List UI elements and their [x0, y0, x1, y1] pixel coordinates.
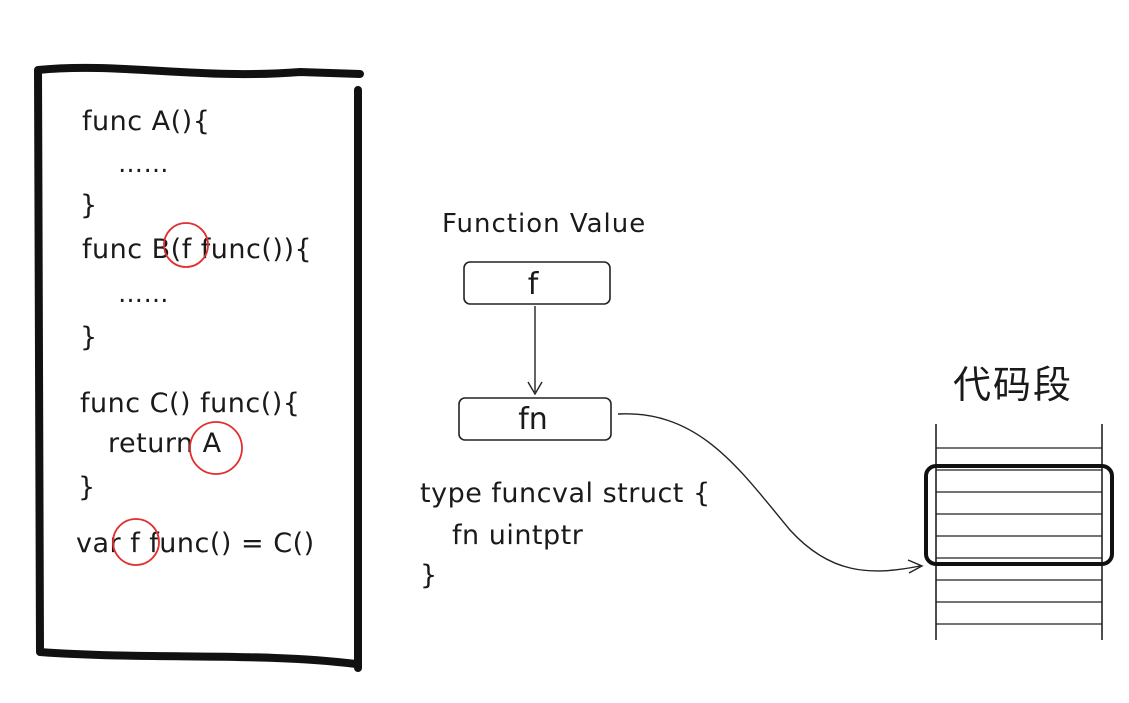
f-box-label: f — [528, 267, 540, 302]
fn-to-code-arrow — [617, 413, 924, 574]
highlight-circle-return-a — [189, 421, 243, 475]
code-line-7: func C() func(){ — [80, 388, 300, 419]
fn-box — [458, 397, 612, 441]
code-line-8: return A — [108, 428, 222, 459]
fn-box-label: fn — [518, 402, 548, 437]
struct-line-3: } — [420, 560, 438, 591]
code-line-2: …… — [118, 149, 169, 178]
function-value-group: Function Value f fn — [442, 209, 646, 441]
code-line-1: func A(){ — [82, 106, 210, 137]
code-panel-border — [34, 63, 364, 672]
code-panel: func A(){ …… } func B(f func()){ …… } fu… — [34, 63, 364, 672]
code-line-9: } — [78, 472, 96, 503]
code-line-5: …… — [118, 279, 169, 308]
struct-line-2: fn uintptr — [452, 520, 584, 551]
struct-line-1: type funcval struct { — [420, 478, 711, 509]
code-line-6: } — [80, 322, 98, 353]
f-to-fn-arrowhead — [527, 381, 543, 396]
code-line-4: func B(f func()){ — [82, 234, 312, 265]
highlight-circle-var-f — [112, 518, 160, 566]
segment-rows — [936, 447, 1102, 625]
code-line-3: } — [80, 190, 98, 221]
highlight-circle-param-f — [163, 222, 209, 268]
struct-definition: type funcval struct { fn uintptr } — [420, 478, 711, 591]
fn-to-code-arrow-curve — [617, 413, 921, 572]
code-segment: 代码段 — [924, 363, 1114, 640]
function-code-highlight-box — [924, 464, 1114, 566]
code-segment-label: 代码段 — [953, 363, 1073, 407]
f-box — [463, 261, 611, 305]
fn-to-code-arrowhead — [907, 559, 924, 574]
code-line-10: var f func() = C() — [76, 528, 315, 559]
function-value-title: Function Value — [442, 209, 646, 239]
